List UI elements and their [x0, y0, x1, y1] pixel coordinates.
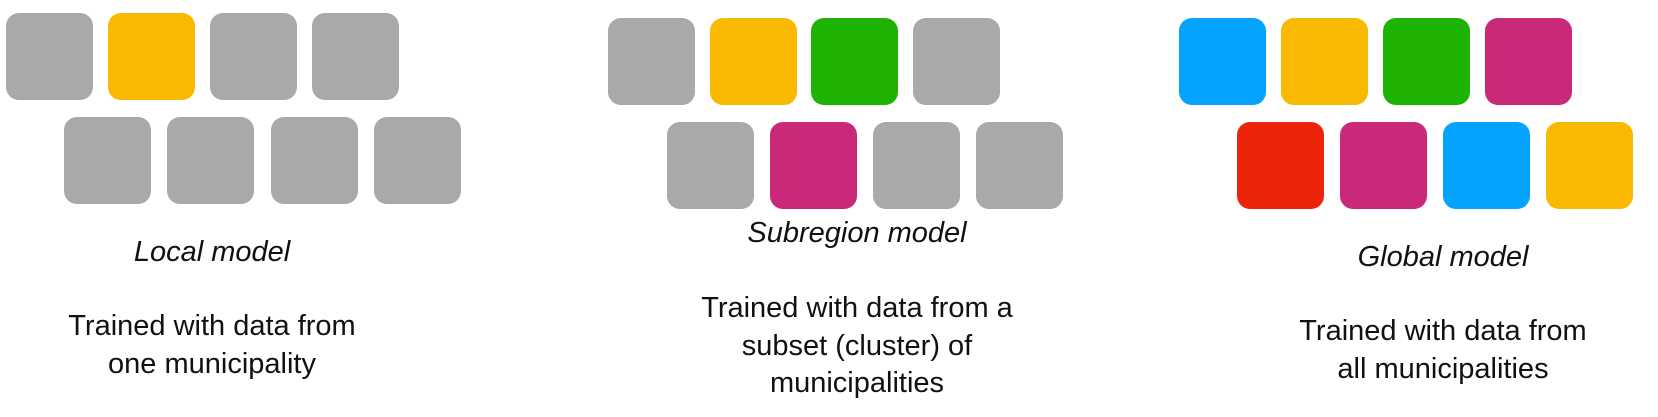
model-title: Local model	[133, 236, 291, 268]
municipality-tile	[1340, 122, 1427, 209]
description-line: Trained with data from a	[701, 292, 1013, 324]
municipality-tile	[811, 18, 898, 105]
model-title: Subregion model	[747, 217, 967, 249]
description-line: municipalities	[769, 367, 945, 399]
municipality-tile	[1179, 18, 1266, 105]
description-line: Trained with data from	[1299, 315, 1587, 347]
municipality-tile	[1546, 122, 1633, 209]
municipality-tile	[1281, 18, 1368, 105]
description-line: one municipality	[108, 347, 316, 380]
municipality-tile	[1443, 122, 1530, 209]
municipality-tile	[770, 122, 857, 209]
model-description: Trained with data from all municipalitie…	[1100, 313, 1658, 388]
description-line: all municipalities	[1337, 352, 1549, 385]
panel-local-model: Local model Trained with data from one m…	[0, 0, 461, 417]
municipality-tile	[374, 117, 461, 204]
municipality-tile	[6, 13, 93, 100]
municipality-tile	[913, 18, 1000, 105]
municipality-tile	[1237, 122, 1324, 209]
municipality-tile	[608, 18, 695, 105]
municipality-tile	[873, 122, 960, 209]
municipality-tile	[167, 117, 254, 204]
municipality-tile	[1383, 18, 1470, 105]
municipality-tile	[210, 13, 297, 100]
municipality-tile	[64, 117, 151, 204]
municipality-tile	[271, 117, 358, 204]
municipality-tile	[108, 13, 195, 100]
municipality-tile	[667, 122, 754, 209]
municipality-tile	[710, 18, 797, 105]
municipality-tile	[1485, 18, 1572, 105]
model-title: Global model	[1357, 241, 1529, 273]
municipality-tile	[312, 13, 399, 100]
description-line: Trained with data from	[68, 310, 356, 342]
municipality-tile	[976, 122, 1063, 209]
model-description: Trained with data from a subset (cluster…	[560, 290, 1154, 403]
panel-global-model: Global model Trained with data from all …	[1100, 0, 1658, 417]
model-description: Trained with data from one municipality	[0, 308, 424, 383]
panel-subregion-model: Subregion model Trained with data from a…	[560, 0, 1080, 417]
description-line: subset (cluster) of	[741, 329, 973, 362]
